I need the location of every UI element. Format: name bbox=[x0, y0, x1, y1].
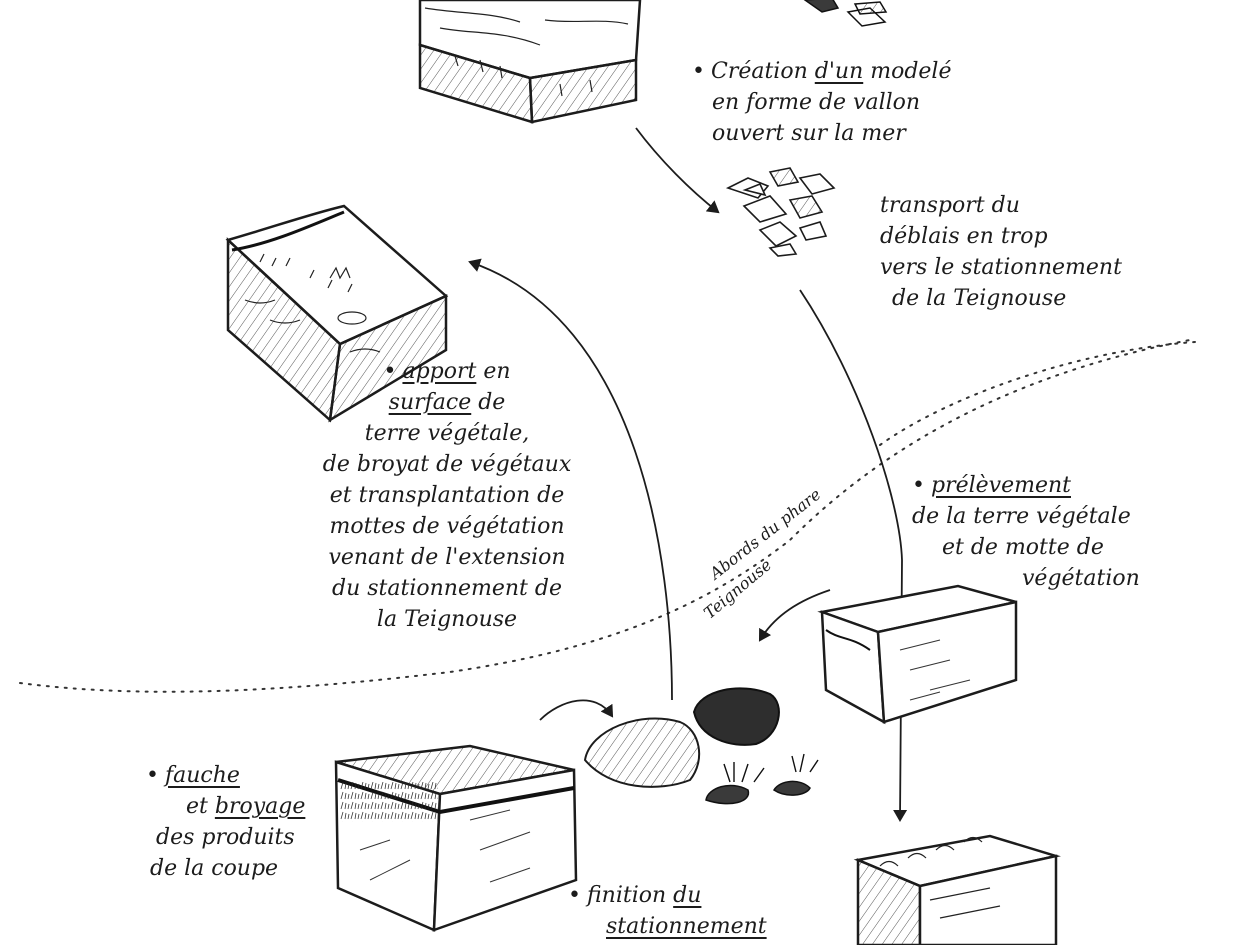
note-creation: •Création d'un modelé en forme de vallon… bbox=[692, 59, 952, 146]
note-fauche: •fauche et broyage des produits de la co… bbox=[146, 763, 306, 881]
soil-block-prelevement bbox=[817, 584, 1018, 725]
soil-block-finition bbox=[853, 834, 1061, 945]
soil-block-vallon bbox=[418, 0, 642, 124]
zone-boundary-line-upper bbox=[879, 341, 1196, 446]
soil-block-apport bbox=[225, 204, 449, 423]
arrow-fauche-to-piles bbox=[539, 699, 614, 721]
arrow-to-piles bbox=[758, 589, 831, 642]
rock-pile-top bbox=[803, 0, 888, 27]
arrow-to-stationnement bbox=[799, 289, 908, 822]
arrow-to-apport bbox=[468, 258, 673, 701]
soil-block-fauche bbox=[334, 744, 578, 932]
note-transport: transport du déblais en trop vers le sta… bbox=[880, 193, 1122, 311]
vegetation-piles bbox=[583, 687, 819, 805]
zone-boundary-line-lower bbox=[19, 339, 1191, 693]
rock-pile-deblais bbox=[725, 167, 836, 257]
arrow-to-deblais bbox=[635, 127, 720, 214]
note-finition: •finition du stationnement bbox=[568, 883, 767, 939]
note-prelevement: •prélèvement de la terre végétale et de … bbox=[912, 473, 1140, 591]
note-apport: •apport en surface de terre végétale, de… bbox=[322, 359, 572, 632]
